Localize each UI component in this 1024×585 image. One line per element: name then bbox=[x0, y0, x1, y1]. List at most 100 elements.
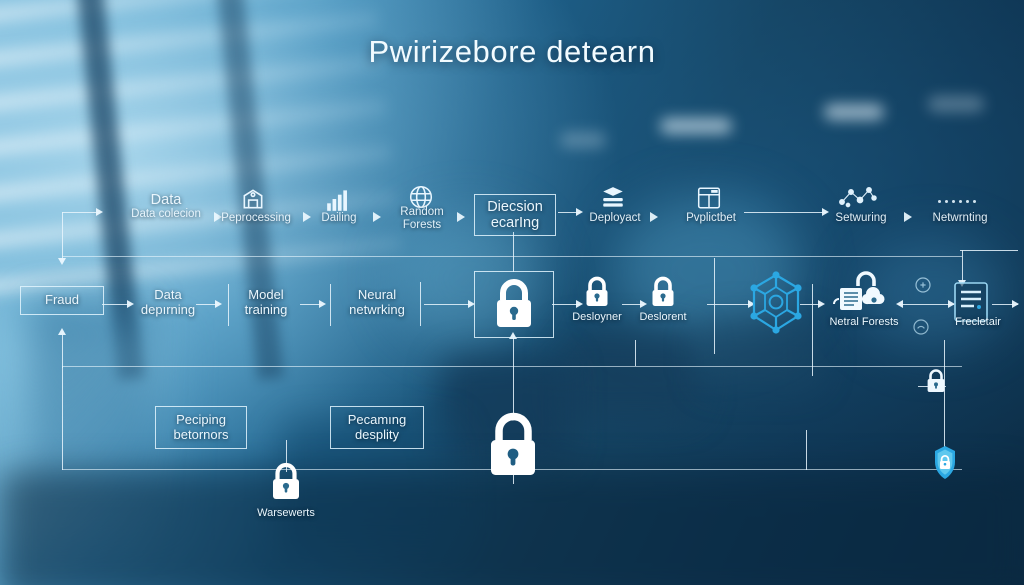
padlock-large-icon[interactable] bbox=[484, 411, 542, 479]
page-title: Pwirizebore detearn bbox=[368, 34, 656, 69]
arrowhead bbox=[57, 258, 66, 265]
node-subtitle: betornors bbox=[173, 426, 229, 442]
node-fraud[interactable]: Fraud bbox=[20, 286, 104, 315]
node-subtitle: Deployact bbox=[589, 212, 641, 224]
node-pecaming-desplity[interactable]: Pecamıng desplity bbox=[330, 406, 424, 450]
arrowhead bbox=[640, 299, 647, 308]
node-netral-forests[interactable]: Netral Forests bbox=[818, 316, 910, 328]
node-dailing[interactable]: Dailing bbox=[308, 212, 370, 225]
node-subtitle: Pvplictbet bbox=[686, 212, 736, 224]
connector bbox=[962, 250, 964, 282]
connector bbox=[62, 332, 64, 368]
divider bbox=[714, 258, 716, 354]
node-title: Model bbox=[248, 287, 284, 302]
connector bbox=[992, 304, 1018, 306]
cloud-docs-lock-icon bbox=[832, 271, 894, 314]
node-title: Fraud bbox=[45, 292, 79, 307]
node-subtitle: Peprocessing bbox=[221, 212, 291, 224]
node-subtitle: Desloyner bbox=[572, 311, 622, 323]
node-subtitle: Dailing bbox=[321, 212, 357, 224]
connector bbox=[622, 304, 644, 306]
node-title: Data bbox=[150, 192, 182, 208]
connector-bus bbox=[62, 366, 962, 368]
node-model-training[interactable]: Model training bbox=[234, 287, 298, 317]
shield-lock-icon[interactable] bbox=[927, 444, 963, 482]
ceiling-light bbox=[660, 118, 732, 134]
node-subtitle: Data colecion bbox=[131, 208, 201, 221]
flow-triangle-icon bbox=[904, 212, 912, 222]
divider bbox=[812, 284, 814, 376]
node-pvplictbet[interactable]: Pvplictbet bbox=[680, 212, 742, 225]
node-deslorent[interactable]: Deslorent bbox=[632, 311, 694, 323]
bar-chart-icon bbox=[325, 186, 353, 212]
node-subtitle: Netwrnting bbox=[932, 212, 988, 224]
node-warsewerts[interactable]: Warsewerts bbox=[245, 507, 327, 519]
connector bbox=[62, 212, 64, 260]
node-subtitle: Netral Forests bbox=[829, 316, 899, 328]
connector bbox=[552, 304, 580, 306]
node-subtitle: training bbox=[244, 301, 288, 317]
ceiling-light bbox=[824, 104, 884, 120]
connector bbox=[513, 336, 515, 420]
connector bbox=[944, 340, 946, 460]
node-netwrnting[interactable]: Netwrnting bbox=[924, 212, 996, 225]
padlock-icon bbox=[649, 276, 677, 308]
warehouse-icon bbox=[240, 186, 266, 212]
node-desloyner[interactable]: Desloyner bbox=[566, 311, 628, 323]
node-title: Data bbox=[154, 287, 182, 302]
document-icon bbox=[952, 280, 990, 324]
globe-icon bbox=[408, 184, 434, 210]
node-random-forests[interactable]: Random Forests bbox=[392, 206, 452, 232]
window-table-icon bbox=[696, 186, 722, 210]
connector bbox=[102, 304, 130, 306]
hex-network-icon[interactable] bbox=[745, 270, 807, 336]
layers-icon bbox=[600, 186, 626, 210]
network-graph-icon bbox=[838, 184, 878, 212]
arrowhead bbox=[818, 299, 825, 308]
node-title: Random bbox=[400, 206, 444, 218]
node-setwuring[interactable]: Setwuring bbox=[828, 212, 894, 225]
ceiling-light bbox=[928, 96, 984, 112]
node-deployact[interactable]: Deployact bbox=[584, 212, 646, 225]
node-subtitle: ecarIng bbox=[490, 215, 540, 232]
arrowhead bbox=[948, 299, 955, 308]
padlock-large-icon bbox=[492, 278, 536, 330]
connector bbox=[62, 366, 64, 470]
desk-blur bbox=[700, 318, 820, 388]
divider bbox=[228, 284, 230, 326]
connector bbox=[558, 212, 580, 214]
divider bbox=[330, 284, 332, 326]
node-subtitle: desplity bbox=[354, 426, 400, 442]
connector bbox=[744, 212, 826, 214]
padlock-icon bbox=[583, 276, 611, 308]
node-secure-lock[interactable] bbox=[474, 271, 554, 338]
dotted-line-icon bbox=[938, 200, 976, 203]
arrowhead bbox=[748, 299, 755, 308]
node-data-deepening[interactable]: Data depırning bbox=[136, 287, 200, 317]
node-subtitle: depırning bbox=[140, 301, 196, 317]
connector bbox=[960, 250, 1018, 252]
node-neural-networking[interactable]: Neural netwrking bbox=[336, 287, 418, 317]
connector bbox=[196, 304, 218, 306]
connector bbox=[62, 212, 98, 214]
arrowhead bbox=[127, 299, 134, 308]
arrowhead bbox=[896, 299, 903, 308]
node-data-collection[interactable]: Data Data colecion bbox=[120, 192, 212, 221]
node-frecletair[interactable]: Frecletair bbox=[942, 316, 1014, 328]
padlock-icon bbox=[269, 462, 303, 502]
arrowhead bbox=[57, 328, 66, 335]
flow-triangle-icon bbox=[457, 212, 465, 222]
node-preprocessing[interactable]: Peprocessing bbox=[214, 212, 298, 225]
arrowhead bbox=[1012, 299, 1019, 308]
flow-triangle-icon bbox=[214, 212, 222, 222]
flow-triangle-icon bbox=[373, 212, 381, 222]
connector bbox=[707, 304, 751, 306]
arrowhead bbox=[96, 207, 103, 216]
satellite-node-icon bbox=[914, 276, 932, 294]
node-title: Pecamıng bbox=[347, 412, 407, 427]
node-decision-learning[interactable]: Diecsion ecarIng bbox=[474, 194, 556, 237]
arrowhead bbox=[215, 299, 222, 308]
node-peciping-betornors[interactable]: Peciping betornors bbox=[155, 406, 247, 450]
node-subtitle: netwrking bbox=[349, 301, 405, 317]
connector bbox=[300, 304, 322, 306]
